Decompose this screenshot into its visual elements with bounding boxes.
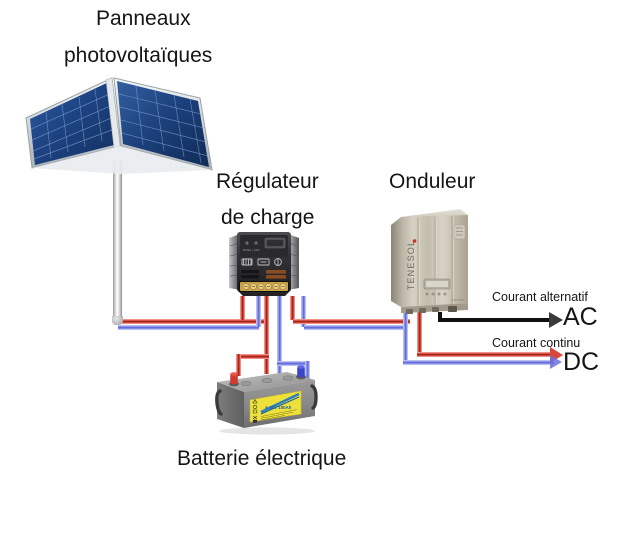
wire-regulator-terminal-4-negative (277, 296, 282, 374)
dc-caption-label: Courant continu (492, 336, 581, 350)
charge-regulator: PANEL LOAD (228, 230, 300, 298)
wire-ac-output-horizontal (438, 318, 550, 322)
wire-dc-output-positive (417, 352, 554, 357)
dc-arrowhead-secondary (550, 355, 562, 369)
svg-text:A 12V 100Ah: A 12V 100Ah (265, 405, 292, 410)
battery-label: Batterie électrique (177, 447, 347, 470)
wire-battery-negative-vertical (305, 361, 310, 383)
wire-regulator-terminal-3-positive (264, 296, 269, 374)
wire-inverter-dc-negative-vertical (403, 312, 408, 365)
regulator-label-line1: Régulateur (216, 170, 319, 193)
dc-value-label: DC (563, 348, 600, 376)
panels-label-line2: photovoltaïques (64, 44, 213, 67)
svg-text:inverter: inverter (451, 297, 465, 302)
svg-text:PANEL: PANEL (243, 248, 252, 252)
ac-caption-label: Courant alternatif (492, 290, 588, 304)
panels-label-line1: Panneaux (96, 7, 191, 30)
panel-mounting-pole (113, 160, 122, 323)
wire-panel-to-regulator-positive (118, 319, 265, 324)
wire-dc-output-negative (403, 360, 554, 365)
inverter-brand-text: TENESOL (406, 240, 416, 290)
lead-acid-battery: A 12V 100Ah (213, 364, 319, 436)
inverter-label: Onduleur (389, 170, 476, 193)
wire-panel-to-regulator-negative (118, 325, 259, 330)
ac-value-label: AC (563, 303, 598, 331)
svg-text:LOAD: LOAD (252, 248, 259, 252)
wire-ac-output-vertical (438, 312, 442, 322)
regulator-label-line2: de charge (221, 206, 315, 229)
panel-pole-base (112, 316, 123, 325)
solar-inverter: TENESOL inverter (388, 203, 472, 317)
wire-regulator-terminal-6-negative (301, 296, 306, 327)
wire-regulator-to-inverter-positive (293, 319, 410, 324)
ac-arrowhead (549, 312, 563, 328)
wire-battery-negative-horizontal (277, 361, 310, 366)
wire-battery-positive-horizontal (236, 354, 269, 359)
wire-regulator-terminal-1-positive (240, 296, 245, 320)
wire-regulator-terminal-2-negative (256, 296, 261, 327)
photovoltaic-array (24, 72, 224, 192)
wire-regulator-to-inverter-negative (304, 325, 403, 330)
wire-inverter-dc-positive-vertical (417, 312, 422, 352)
wire-battery-positive-vertical (236, 354, 241, 376)
wire-regulator-terminal-5-positive (290, 296, 295, 320)
